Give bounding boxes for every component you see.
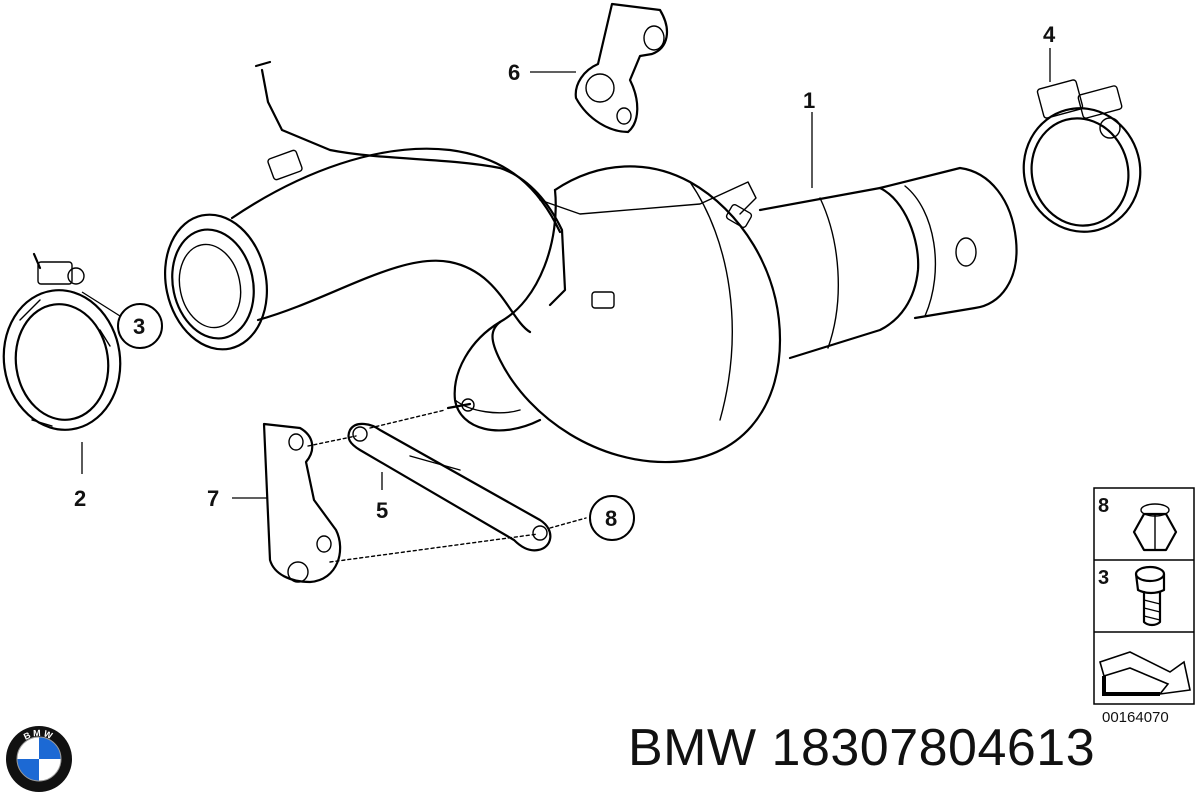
callout-7: 7 [207, 486, 219, 511]
callout-labels: 1 4 6 2 7 5 3 8 [74, 22, 1056, 541]
legend-label-8: 8 [1098, 495, 1109, 517]
bmw-logo-text: BMW [22, 728, 54, 742]
fastener-legend: 8 3 [1093, 487, 1195, 705]
part-5-strap [347, 422, 552, 552]
callout-4: 4 [1043, 22, 1056, 47]
part-1-exhaust-assembly [163, 60, 1018, 464]
hex-nut-icon [1132, 503, 1178, 552]
leader-lines [81, 48, 1051, 499]
part-4-band-clamp [1022, 79, 1142, 233]
assembly-dashed-lines [307, 409, 587, 563]
svg-text:BMW: BMW [22, 728, 56, 742]
part-number-caption: BMW 18307804613 [628, 719, 1096, 777]
part-2-pipe-clamp [2, 252, 122, 431]
bolt-icon [1134, 565, 1166, 627]
diagram-reference-number: 00164070 [1102, 709, 1169, 726]
callout-3: 3 [133, 314, 145, 339]
part-7-bracket [262, 422, 342, 584]
callout-5: 5 [376, 498, 388, 523]
callout-8: 8 [605, 506, 617, 531]
callout-1: 1 [803, 88, 815, 113]
legend-label-3: 3 [1098, 567, 1109, 589]
bmw-logo: BMW [6, 726, 72, 792]
part-6-bracket [574, 2, 669, 134]
callout-2: 2 [74, 486, 86, 511]
direction-arrow-icon [1099, 651, 1191, 696]
callout-6: 6 [508, 60, 520, 85]
